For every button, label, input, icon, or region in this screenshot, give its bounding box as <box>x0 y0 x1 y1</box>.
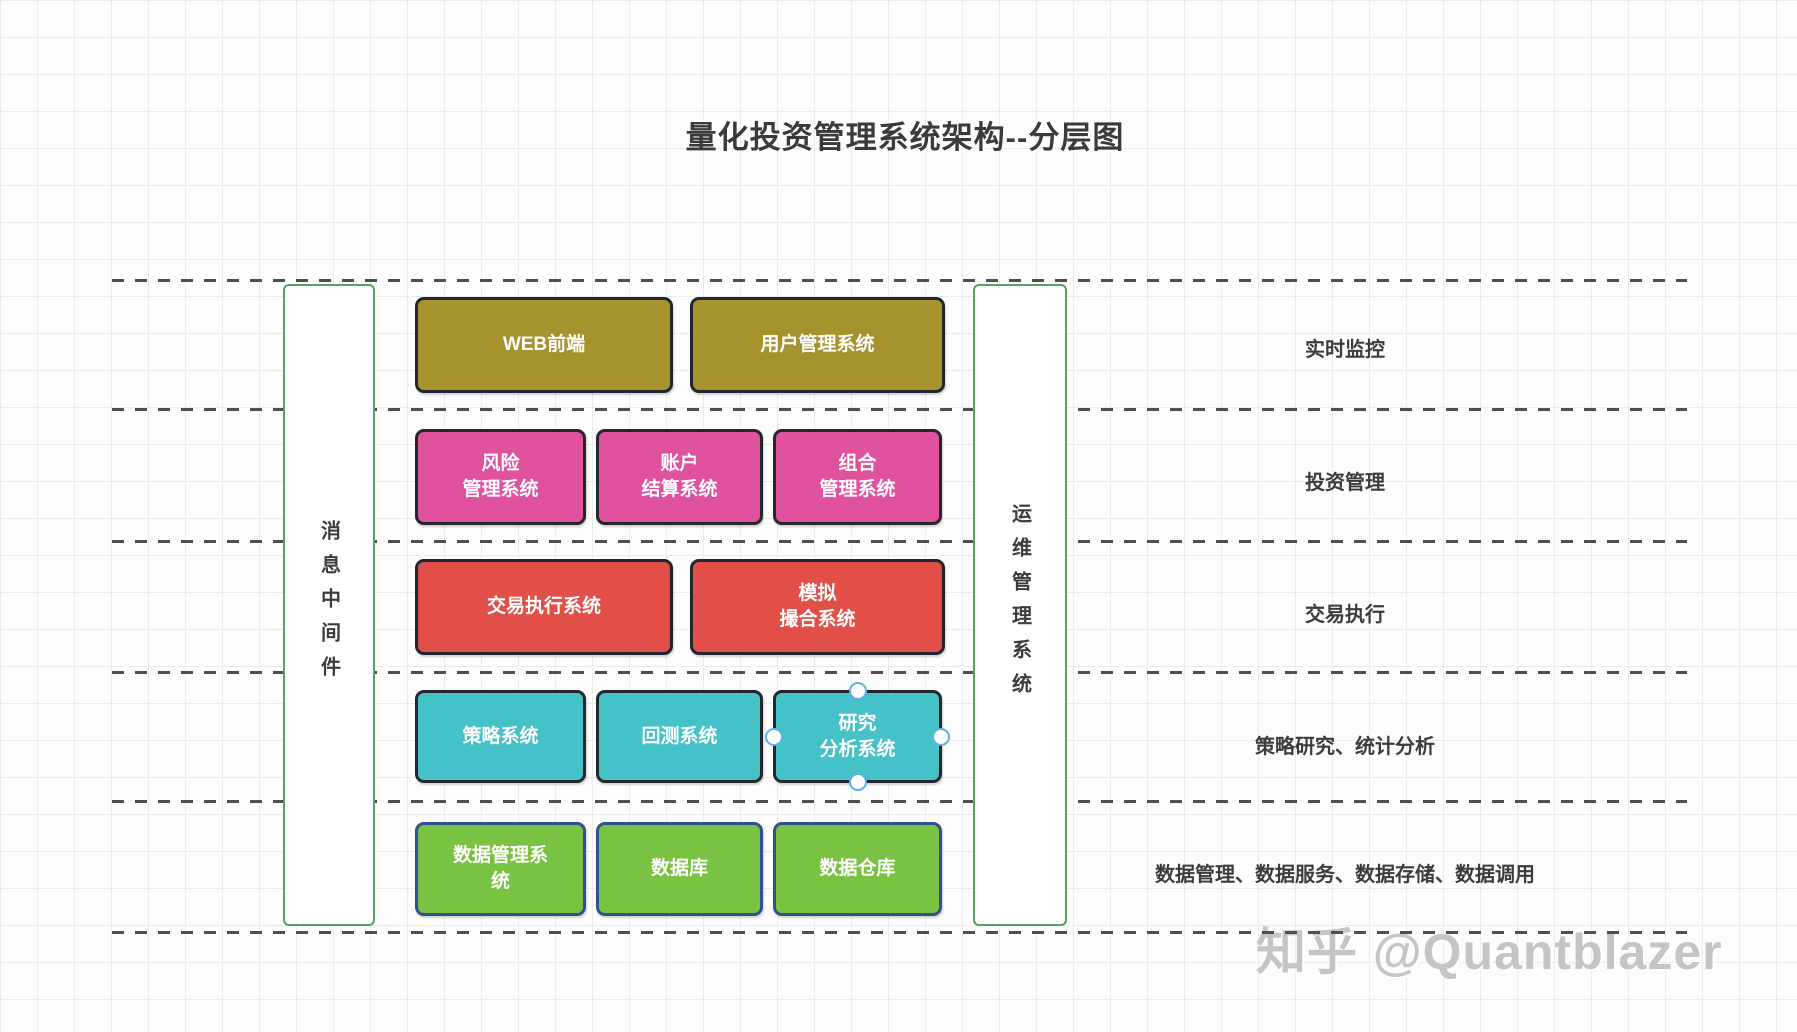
diagram-title: 量化投资管理系统架构--分层图 <box>685 120 1125 155</box>
box-risk-management-system[interactable]: 风险 管理系统 <box>415 429 586 525</box>
layer-divider-1 <box>112 279 1687 282</box>
zhihu-watermark: 知乎 @Quantblazer <box>1256 924 1723 980</box>
ops-management-bar[interactable]: 运维管理系统 <box>973 284 1067 926</box>
box-user-management-system[interactable]: 用户管理系统 <box>690 297 945 393</box>
box-account-settlement-system[interactable]: 账户 结算系统 <box>596 429 763 525</box>
layer-divider-4 <box>112 671 1687 674</box>
box-backtest-system[interactable]: 回测系统 <box>596 690 763 783</box>
selection-handle-bottom[interactable] <box>848 773 867 791</box>
selection-handle-top[interactable] <box>848 682 867 700</box>
layer-divider-2 <box>112 408 1687 411</box>
message-middleware-bar[interactable]: 消息中间件 <box>283 284 375 926</box>
box-simulated-matching-system[interactable]: 模拟 撮合系统 <box>690 559 945 655</box>
box-web-frontend[interactable]: WEB前端 <box>415 297 673 393</box>
box-database[interactable]: 数据库 <box>596 822 763 916</box>
box-data-management-system[interactable]: 数据管理系 统 <box>415 822 586 916</box>
box-portfolio-management-system[interactable]: 组合 管理系统 <box>773 429 942 525</box>
layer-label-investment-management: 投资管理 <box>1305 472 1385 494</box>
layer-label-data-services: 数据管理、数据服务、数据存储、数据调用 <box>1155 864 1535 886</box>
box-strategy-system[interactable]: 策略系统 <box>415 690 586 783</box>
layer-divider-5 <box>112 800 1687 803</box>
box-research-analysis-system[interactable]: 研究 分析系统 <box>765 682 950 791</box>
layer-label-trade-execution: 交易执行 <box>1305 604 1385 626</box>
layer-divider-6 <box>112 931 1687 934</box>
selection-handle-right[interactable] <box>932 727 950 746</box>
box-data-warehouse[interactable]: 数据仓库 <box>773 822 942 916</box>
box-trade-execution-system[interactable]: 交易执行系统 <box>415 559 673 655</box>
layer-label-realtime-monitoring: 实时监控 <box>1305 339 1385 361</box>
layer-divider-3 <box>112 540 1687 543</box>
message-middleware-label: 消息中间件 <box>317 520 340 690</box>
selection-handle-left[interactable] <box>765 727 783 746</box>
ops-management-label: 运维管理系统 <box>1008 503 1031 707</box>
layer-label-strategy-research: 策略研究、统计分析 <box>1255 736 1435 758</box>
